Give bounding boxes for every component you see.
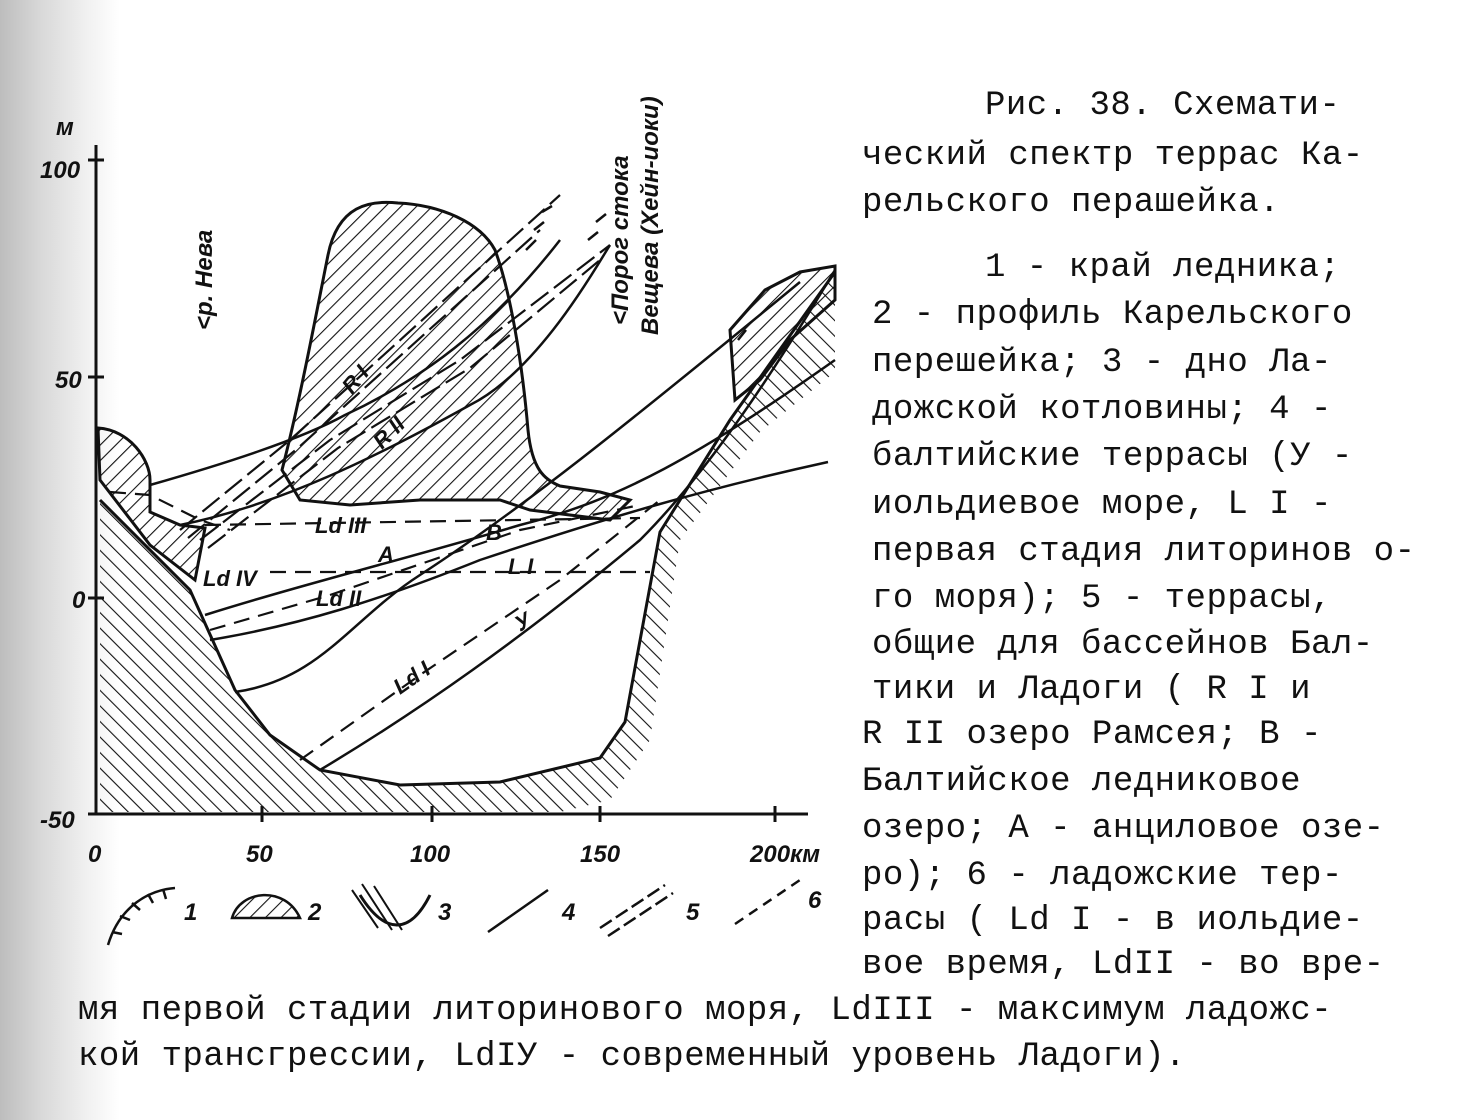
threshold-label-line1: <Порог стока: [607, 155, 634, 325]
label-b: B: [486, 520, 502, 545]
caption-line: вое время, LdII - во вре-: [862, 946, 1385, 984]
glacier-edge-symbol-tick: [111, 930, 123, 936]
profile-symbol: [230, 893, 302, 920]
baltic-terrace-lines: [149, 239, 837, 772]
x-tick-label: 100: [410, 841, 451, 868]
ladoga-basin-floor: [100, 272, 835, 812]
terrace-line-r2: [199, 244, 611, 541]
glacier-tick: [737, 329, 747, 341]
common-terrace-symbol: [599, 883, 666, 930]
caption-line: R II озеро Рамсея; В -: [862, 716, 1322, 754]
ladoga-terrace-symbol: [734, 878, 801, 926]
caption-line: мя первой стадии литоринового моря, LdII…: [78, 992, 1333, 1030]
terrace-line-ld1: [299, 499, 661, 761]
terrace-line: [234, 281, 801, 694]
caption-line: ческий спектр террас Ка-: [862, 137, 1364, 175]
terrace-spectrum-diagram: м 100 50 0 -50 0 50 100 150 200км: [40, 96, 837, 946]
caption-line: перешейка; 3 - дно Ла-: [872, 344, 1332, 382]
label-a: A: [377, 542, 394, 567]
terrace-line: [149, 239, 561, 487]
legend-label-4: 4: [561, 899, 575, 926]
legend-label-6: 6: [808, 887, 822, 914]
glacier-tick: [595, 213, 607, 223]
caption-line: 2 - профиль Карельского: [872, 296, 1353, 334]
legend-item-1: [106, 886, 176, 946]
threshold-label-line2: Вещева (Хейн-иоки): [637, 96, 664, 335]
caption-line: ро); 6 - ладожские тер-: [862, 857, 1343, 895]
common-terrace-lines: [179, 194, 611, 549]
caption-line: Балтийское ледниковое: [862, 763, 1301, 801]
x-tick-label: 50: [246, 841, 273, 868]
x-tick-label: 150: [580, 841, 621, 868]
terrace-line-ld2: [209, 503, 641, 632]
terrace-line-r1-b: [187, 229, 541, 539]
glacier-tick: [587, 231, 599, 241]
caption-line: иольдиевое море, L I -: [872, 486, 1332, 524]
legend-label-1: 1: [184, 899, 197, 926]
x-tick-label: 200км: [749, 841, 820, 868]
basin-floor-symbol-hatch: [351, 883, 403, 931]
terrace-line-r1: [179, 194, 561, 531]
caption-line: тики и Ладоги ( R I и: [872, 671, 1311, 709]
caption-line: балтийские террасы (У -: [872, 438, 1353, 476]
label-ld2: Ld II: [316, 586, 362, 611]
y-tick-label: -50: [40, 807, 75, 834]
glacier-edge-symbol-tick: [131, 902, 141, 911]
y-tick-label: 50: [55, 367, 82, 394]
label-ld3: Ld III: [315, 513, 367, 538]
isthmus-profile-left: [96, 426, 207, 583]
terrace-line-ld1-b: [109, 490, 231, 532]
label-l1: L I: [508, 554, 534, 579]
y-tick-label: 100: [40, 157, 81, 184]
terrace-line-ld3: [204, 516, 641, 527]
glacier-tick: [525, 239, 537, 251]
ladoga-basin-floor-outline: [98, 271, 837, 787]
glacier-edge-marks: [525, 204, 747, 341]
y-unit-label: м: [56, 114, 74, 141]
label-ld1: Ld I: [389, 656, 436, 699]
terrace-line: [204, 358, 836, 617]
caption-line: дожской котловины; 4 -: [872, 391, 1332, 429]
glacier-edge-symbol-tick: [119, 914, 131, 922]
caption-line: общие для бассейнов Бал-: [872, 626, 1374, 664]
isthmus-profile-right: [728, 264, 837, 403]
caption-line: 1 - край ледника;: [985, 249, 1341, 287]
common-terrace-symbol: [607, 891, 674, 938]
legend-label-2: 2: [307, 899, 322, 926]
glacier-tick: [533, 221, 545, 231]
glacier-tick: [541, 204, 553, 214]
terrace-line: [319, 269, 837, 772]
caption-line: первая стадия литоринов о-: [872, 533, 1416, 571]
glacier-edge-symbol-tick: [146, 893, 155, 904]
caption-title: Рис. 38. Схемати-: [985, 87, 1341, 125]
legend: [106, 878, 801, 946]
x-tick-label: 0: [88, 841, 102, 868]
caption-line: го моря); 5 - террасы,: [872, 580, 1332, 618]
legend-label-5: 5: [686, 899, 700, 926]
caption-line: расы ( Ld I - в иольдие-: [862, 902, 1364, 940]
terrace-line: [179, 244, 612, 527]
axes: [88, 145, 808, 822]
y-tick-label: 0: [72, 587, 86, 614]
neva-river-label: <р. Нева: [191, 230, 218, 330]
caption-line: кой трансгрессии, LdIУ - современный уро…: [78, 1038, 1186, 1076]
basin-floor-symbol: [358, 894, 432, 927]
glacier-edge-symbol-tick: [161, 888, 168, 900]
terrace-line: [209, 460, 829, 642]
legend-label-3: 3: [438, 899, 452, 926]
baltic-terrace-symbol: [487, 888, 549, 934]
caption-line: озеро; А - анциловое озе-: [862, 810, 1385, 848]
label-ld4: Ld IV: [203, 566, 259, 591]
caption-line: рельского перашейка.: [862, 184, 1281, 222]
terrace-line-r2-b: [207, 259, 601, 549]
isthmus-profile-hill: [280, 200, 633, 522]
ladoga-terrace-lines: [109, 490, 661, 761]
